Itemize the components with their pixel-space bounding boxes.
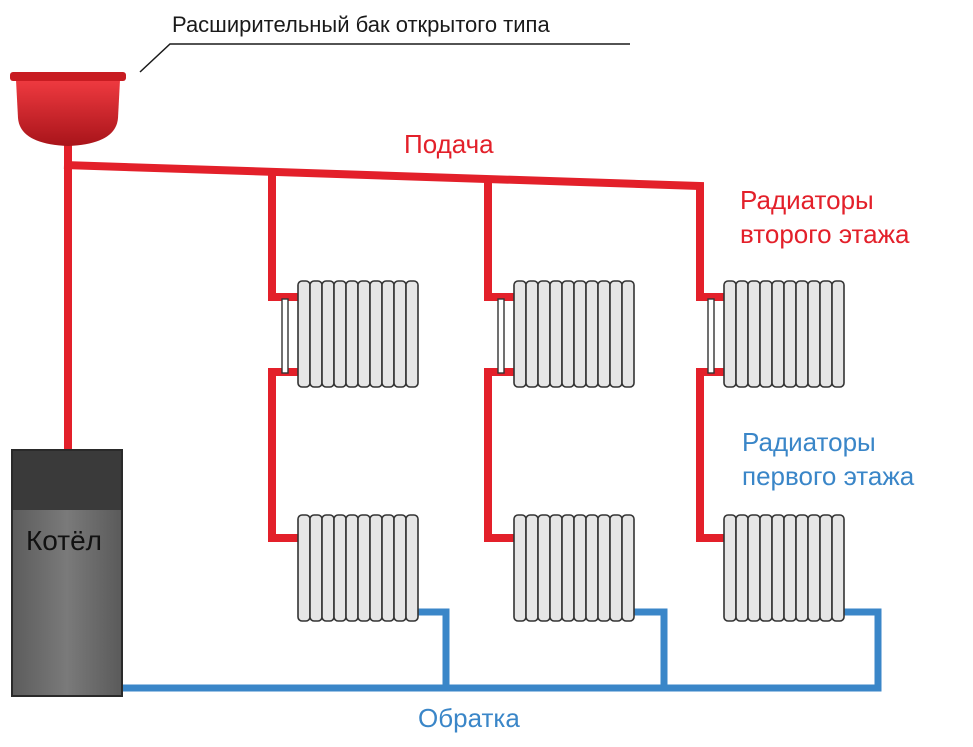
radiator-second-floor-3 bbox=[707, 280, 845, 388]
radiator-fin bbox=[345, 514, 359, 622]
radiator-fin bbox=[597, 514, 611, 622]
second-floor-label-line1: Радиаторы bbox=[740, 185, 874, 215]
radiator-first-floor-1 bbox=[297, 514, 419, 622]
radiator-fin bbox=[297, 514, 311, 622]
bypass-pipe bbox=[497, 298, 505, 374]
radiator-fin bbox=[621, 514, 635, 622]
second-floor-label-line2: второго этажа bbox=[740, 219, 910, 249]
label-backing bbox=[412, 701, 527, 735]
radiator-fin bbox=[783, 514, 797, 622]
radiator-fin bbox=[321, 280, 335, 388]
radiator-fin bbox=[381, 280, 395, 388]
radiator-fin bbox=[621, 280, 635, 388]
tank-leader-line bbox=[139, 43, 630, 73]
first-floor-label-line1: Радиаторы bbox=[742, 427, 876, 457]
return-pipes bbox=[122, 608, 882, 692]
radiator-fin bbox=[819, 280, 833, 388]
return-label: Обратка bbox=[418, 703, 520, 733]
tank-label: Расширительный бак открытого типа bbox=[172, 12, 550, 37]
label-backing bbox=[398, 127, 501, 161]
radiator-fin bbox=[405, 514, 419, 622]
radiator-fin bbox=[549, 514, 563, 622]
boiler-label: Котёл bbox=[26, 525, 102, 556]
radiator-fin bbox=[771, 280, 785, 388]
radiator-fin bbox=[405, 280, 419, 388]
return-branch-1 bbox=[416, 608, 450, 688]
radiator-fin bbox=[795, 280, 809, 388]
radiator-fin bbox=[357, 514, 371, 622]
radiator-fin bbox=[807, 514, 821, 622]
radiator-fin bbox=[393, 280, 407, 388]
radiator-fin bbox=[573, 514, 587, 622]
radiator-fin bbox=[759, 514, 773, 622]
radiator-fin bbox=[723, 514, 737, 622]
radiator-fin bbox=[525, 514, 539, 622]
expansion-tank bbox=[10, 72, 126, 146]
radiator-fin bbox=[309, 280, 323, 388]
radiator-fin bbox=[771, 514, 785, 622]
radiator-fin bbox=[747, 280, 761, 388]
boiler: Котёл bbox=[11, 449, 123, 697]
radiator-fin bbox=[819, 514, 833, 622]
radiator-fin bbox=[759, 280, 773, 388]
radiator-fin bbox=[747, 514, 761, 622]
radiator-fin bbox=[585, 280, 599, 388]
boiler-body bbox=[12, 510, 122, 696]
radiator-fin bbox=[573, 280, 587, 388]
radiator-fin bbox=[807, 280, 821, 388]
radiator-fin bbox=[597, 280, 611, 388]
radiator-fin bbox=[525, 280, 539, 388]
radiator-fin bbox=[561, 280, 575, 388]
supply-branch-1 bbox=[268, 174, 298, 301]
radiator-fin bbox=[309, 514, 323, 622]
radiator-first-floor-2 bbox=[513, 514, 635, 622]
radiator-fin bbox=[783, 280, 797, 388]
radiator-fin bbox=[831, 514, 845, 622]
radiator-fin bbox=[537, 280, 551, 388]
supply-branch-2 bbox=[484, 181, 514, 301]
radiator-fin bbox=[609, 280, 623, 388]
radiator-fin bbox=[393, 514, 407, 622]
radiator-second-floor-2 bbox=[497, 280, 635, 388]
boiler-top bbox=[12, 450, 122, 510]
supply-main bbox=[63, 161, 704, 301]
bypass-pipe bbox=[707, 298, 715, 374]
radiator-fin bbox=[795, 514, 809, 622]
radiator-fin bbox=[735, 514, 749, 622]
radiator-fin bbox=[549, 280, 563, 388]
radiator-fin bbox=[369, 280, 383, 388]
radiator-fin bbox=[831, 280, 845, 388]
supply-drop-3 bbox=[696, 368, 724, 542]
radiator-fin bbox=[369, 514, 383, 622]
radiator-fin bbox=[357, 280, 371, 388]
first-floor-label-line2: первого этажа bbox=[742, 461, 915, 491]
radiator-second-floor-1 bbox=[281, 280, 419, 388]
radiator-fin bbox=[321, 514, 335, 622]
radiator-fin bbox=[513, 280, 527, 388]
return-branch-2 bbox=[632, 608, 668, 688]
radiator-fin bbox=[537, 514, 551, 622]
supply-label: Подача bbox=[404, 129, 494, 159]
boiler-outline bbox=[11, 449, 123, 697]
radiator-fin bbox=[345, 280, 359, 388]
radiator-fin bbox=[735, 280, 749, 388]
tank-rim bbox=[10, 72, 126, 81]
radiator-fin bbox=[609, 514, 623, 622]
radiator-fin bbox=[333, 280, 347, 388]
tank-bowl bbox=[16, 80, 120, 146]
radiator-fin bbox=[723, 280, 737, 388]
radiator-first-floor-3 bbox=[723, 514, 845, 622]
radiator-fin bbox=[561, 514, 575, 622]
radiator-fin bbox=[297, 280, 311, 388]
radiator-fin bbox=[333, 514, 347, 622]
supply-drop-1 bbox=[268, 368, 298, 542]
supply-drop-2 bbox=[484, 368, 514, 542]
bypass-pipe bbox=[281, 298, 289, 374]
radiator-fin bbox=[513, 514, 527, 622]
radiators bbox=[281, 280, 845, 622]
radiator-fin bbox=[585, 514, 599, 622]
return-main bbox=[122, 608, 882, 692]
radiator-fin bbox=[381, 514, 395, 622]
